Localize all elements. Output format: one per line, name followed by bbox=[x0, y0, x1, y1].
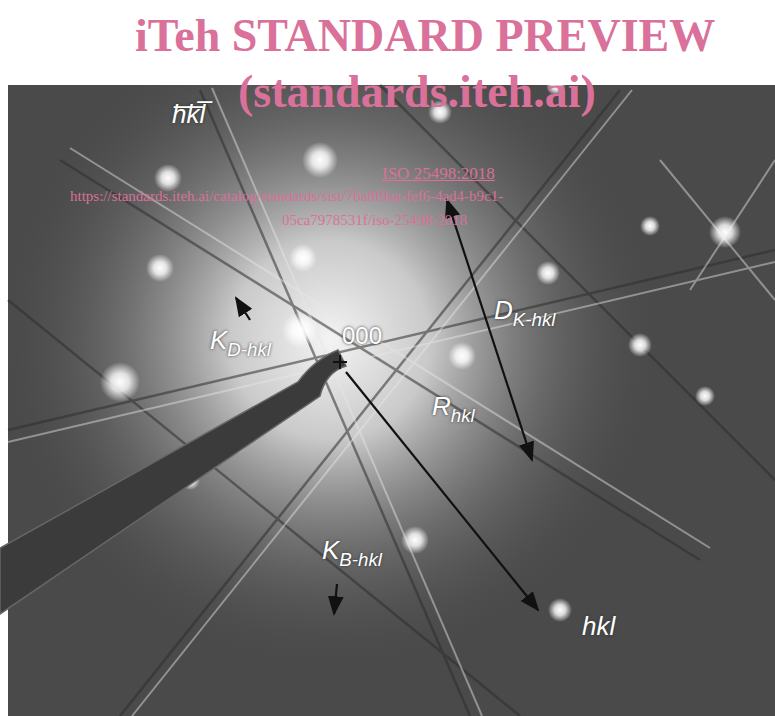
photo-ground bbox=[8, 85, 775, 716]
watermark-standard: ISO 25498:2018 bbox=[382, 164, 495, 184]
watermark-url: https://standards.iteh.ai/catalog/standa… bbox=[70, 188, 503, 205]
origin-label: 000 bbox=[342, 322, 382, 350]
watermark-title: iTeh STANDARD PREVIEW bbox=[135, 10, 715, 63]
kikuchi-lines-dark bbox=[8, 85, 775, 716]
measure-arrows bbox=[236, 200, 538, 614]
central-bloom bbox=[8, 85, 775, 716]
origin-cross bbox=[333, 355, 347, 369]
distance-label: DK-hkl bbox=[494, 296, 555, 330]
kikuchi-lines-bright bbox=[8, 88, 775, 716]
reflection-index: h̅k̅l̅ bbox=[172, 100, 205, 130]
watermark-url: 05ca7978531f/iso-25498-2018 bbox=[282, 212, 467, 229]
kikuchi-line-label: KD-hkl bbox=[210, 326, 271, 360]
watermark-site: (standards.iteh.ai) bbox=[238, 66, 596, 119]
reflection-index: hkl bbox=[582, 612, 615, 642]
kikuchi-line-label: KB-hkl bbox=[322, 536, 382, 570]
distance-label: Rhkl bbox=[432, 392, 475, 426]
diffraction-spots bbox=[100, 76, 741, 622]
beam-stopper bbox=[0, 350, 346, 614]
